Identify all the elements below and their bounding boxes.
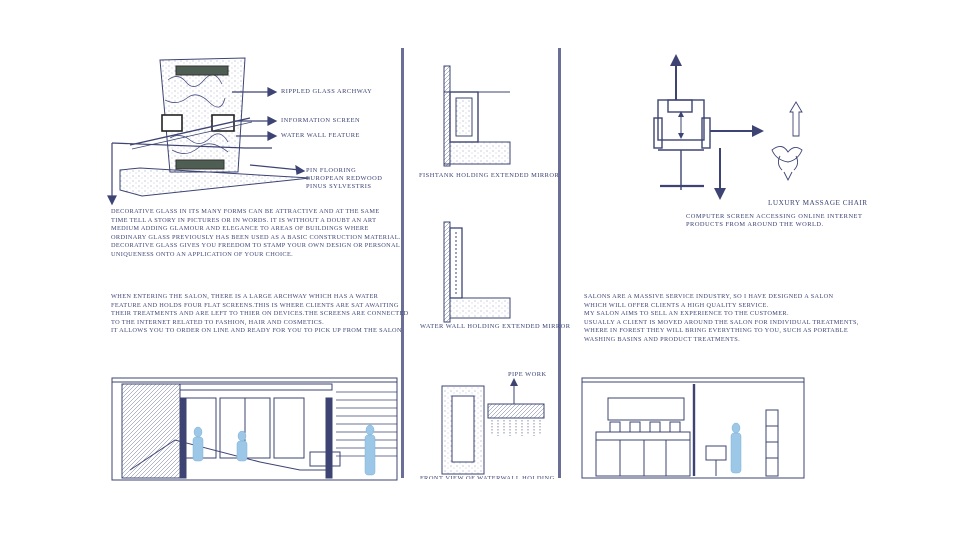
label-water-wall-feature: Water wall feature bbox=[281, 132, 360, 139]
paragraph-line: uniqueness onto an application of your c… bbox=[111, 250, 294, 258]
paragraph-salon-service: Salons are a massive service industry, s… bbox=[584, 293, 859, 345]
water-wall-detail bbox=[443, 221, 511, 323]
paragraph-line: to the internet related to fashion, hair… bbox=[111, 318, 325, 326]
paragraph-line: which will offer clients a high quality … bbox=[584, 301, 769, 309]
label-information-screen: Information screen bbox=[281, 117, 361, 124]
paragraph-line: washing basins and product treatments. bbox=[584, 335, 740, 343]
paragraph-line: Decorative glass in its many forms can b… bbox=[111, 208, 380, 215]
massage-hands bbox=[771, 101, 803, 182]
salon-section-right bbox=[581, 377, 805, 479]
paragraph-line: It allows you to order on line and ready… bbox=[111, 327, 402, 335]
label-pin-flooring: Pin flooring bbox=[306, 167, 357, 174]
label-luxury-massage-chair: Luxury massage chair bbox=[768, 199, 868, 207]
archway-leader-lines bbox=[107, 87, 306, 206]
pipe-work-detail bbox=[441, 384, 545, 475]
archway-top-block bbox=[175, 65, 229, 76]
label-rippled-glass-archway: Rippled glass archway bbox=[281, 88, 373, 95]
divider-right bbox=[558, 48, 561, 478]
paragraph-line: medium adding glamour and elegance to ar… bbox=[111, 225, 369, 233]
paragraph-entering-salon: When entering the salon, there is a larg… bbox=[111, 293, 409, 336]
label-european-redwood: European redwood bbox=[306, 175, 383, 182]
paragraph-line: ordinary glass previously has been used … bbox=[111, 233, 401, 241]
label-pinus-sylvestris: Pinus sylvestris bbox=[306, 183, 372, 190]
fishtank-detail bbox=[443, 65, 511, 167]
paragraph-line: Usually a client is moved around the sal… bbox=[584, 318, 859, 326]
chair-diagram bbox=[653, 62, 756, 192]
paragraph-line: Decorative glass gives you freedom to st… bbox=[111, 242, 401, 250]
paragraph-line: My salon aims to sell an experience to t… bbox=[584, 310, 789, 318]
salon-section-left bbox=[111, 377, 398, 481]
paragraph-line: When entering the salon, there is a larg… bbox=[111, 293, 379, 300]
label-products-world: products from around the world. bbox=[686, 221, 824, 228]
client-figures-left bbox=[192, 424, 376, 476]
archway-glass bbox=[159, 57, 246, 173]
label-computer-screen: Computer screen accessing online interne… bbox=[686, 213, 863, 220]
archway-sketch bbox=[111, 57, 311, 197]
pipe-work-arrow bbox=[510, 378, 518, 386]
paragraph-line: time tell a story in pictures or in word… bbox=[111, 216, 377, 224]
chair-arrowheads bbox=[670, 54, 764, 200]
archway-bottom-block bbox=[175, 159, 225, 170]
paragraph-line: their treatments and are left to thier o… bbox=[111, 310, 409, 318]
label-fishtank: Fishtank holding extended mirror bbox=[419, 172, 560, 179]
label-water-wall-mirror: Water wall holding extended mirror bbox=[420, 323, 571, 330]
client-figure-right bbox=[730, 422, 742, 474]
divider-left bbox=[401, 48, 404, 478]
paragraph-line: where in Forest they will bring everythi… bbox=[584, 327, 849, 335]
pin-flooring bbox=[119, 167, 311, 197]
paragraph-line: Salons are a massive service industry, s… bbox=[584, 293, 834, 300]
label-front-view: Front view of waterwall holding bbox=[420, 475, 555, 482]
paragraph-decorative-glass: Decorative glass in its many forms can b… bbox=[111, 208, 401, 260]
info-screen-left bbox=[161, 114, 183, 132]
label-pipe-work: Pipe work bbox=[508, 371, 547, 378]
paragraph-line: feature and holds four flat screens.This… bbox=[111, 301, 399, 309]
